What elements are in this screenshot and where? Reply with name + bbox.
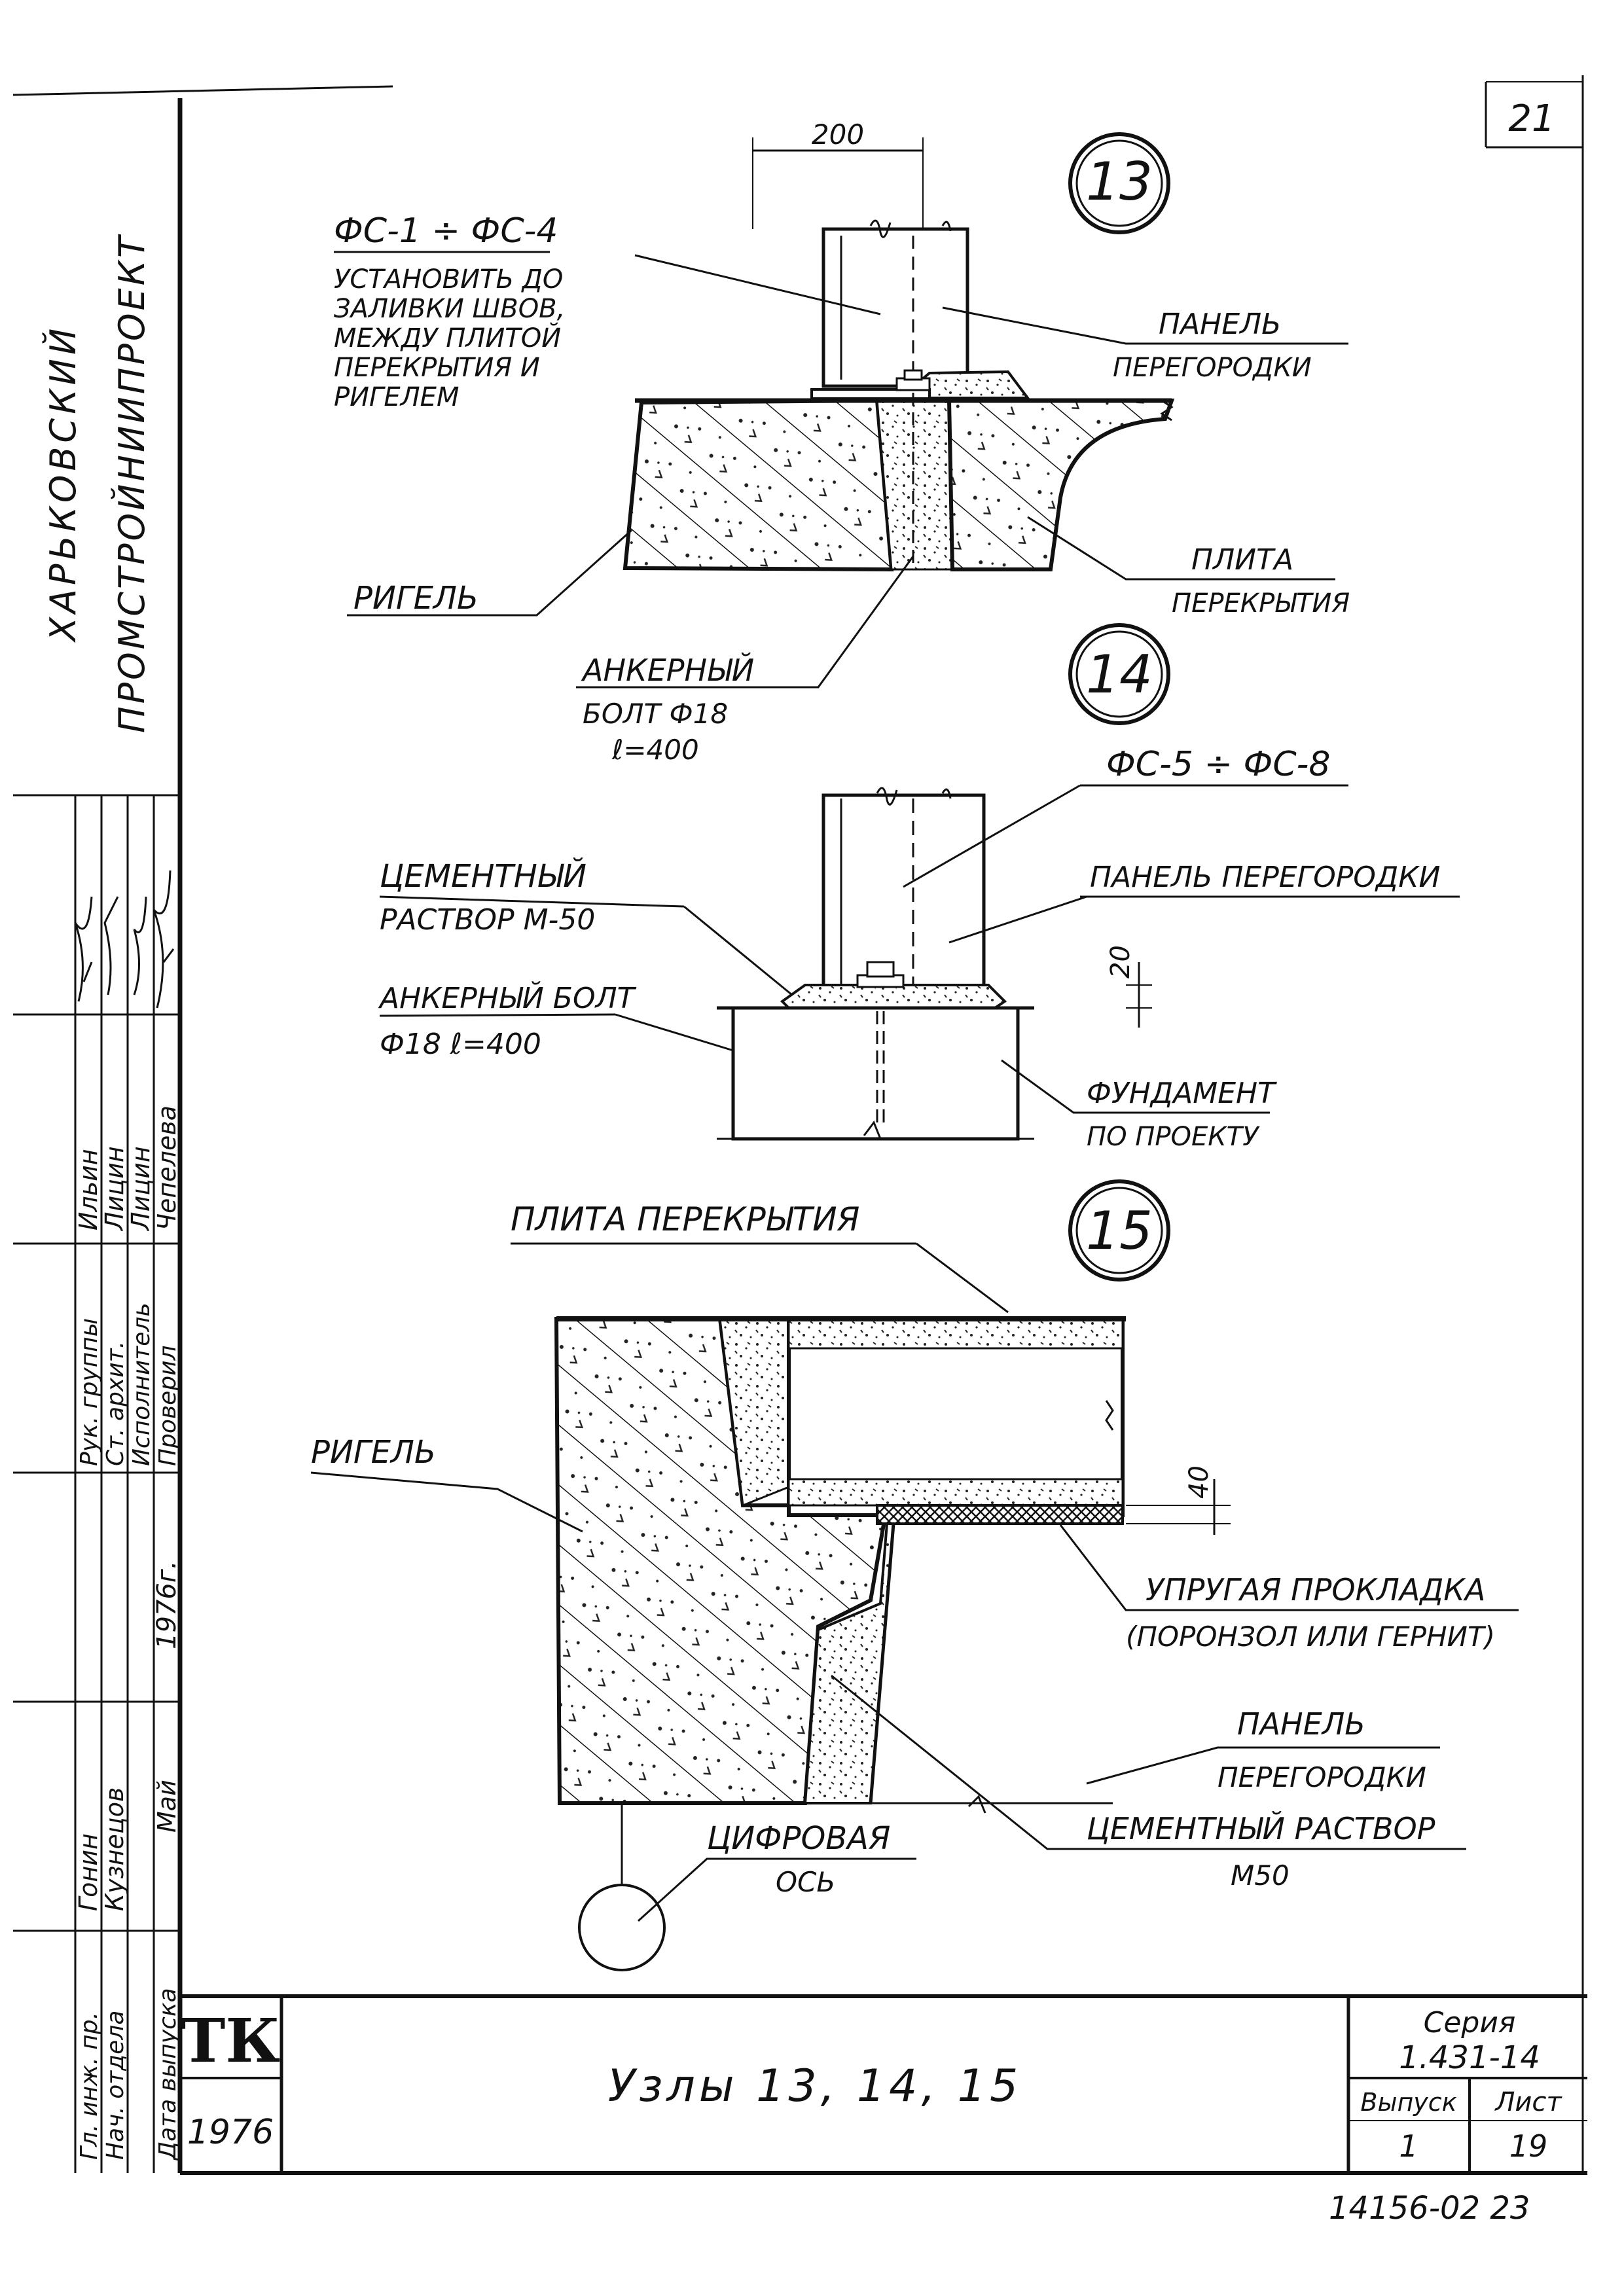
node-13-bolt-label-3: ℓ=400	[611, 734, 699, 766]
node-14-foundation	[731, 1006, 1020, 1141]
node-15-mortar-label-2: М50	[1231, 1859, 1290, 1892]
node-15-dimension: 40	[1184, 1465, 1214, 1499]
lower-role-1: Нач. отдела	[102, 2011, 129, 2160]
issue-label: Выпуск	[1360, 2088, 1456, 2117]
node-13-dimension: 200	[812, 118, 864, 151]
organization-name: ХАРЬКОВСКИЙ ПРОМСТРОЙНИИПРОЕКТ	[43, 234, 153, 733]
node-14-panel-label: ПАНЕЛЬ ПЕРЕГОРОДКИ	[1090, 861, 1440, 894]
title-year: 1976	[187, 2113, 274, 2152]
node-15-beam-label: РИГЕЛЬ	[311, 1434, 436, 1471]
node-15-gasket-label-1: УПРУГАЯ ПРОКЛАДКА	[1146, 1572, 1485, 1607]
node-13-number: 13	[1086, 151, 1153, 212]
node-14-foundation-label-1: ФУНДАМЕНТ	[1087, 1077, 1277, 1110]
node-14-mortar	[780, 984, 1007, 1009]
role-1: Ст. архит.	[102, 1341, 129, 1466]
node-13-joint	[876, 399, 954, 571]
node-14-panel	[821, 793, 986, 994]
node-15-slab-label: ПЛИТА ПЕРЕКРЫТИЯ	[511, 1200, 859, 1238]
node-13-panel-label-2: ПЕРЕГОРОДКИ	[1113, 353, 1312, 383]
node-15-panel-label-2: ПЕРЕГОРОДКИ	[1218, 1761, 1426, 1793]
tk-logo: ТК	[181, 2005, 280, 2076]
node-14-bolt-label-2: Ф18 ℓ=400	[380, 1028, 541, 1061]
org-line-2: ПРОМСТРОЙНИИПРОЕКТ	[111, 234, 153, 733]
org-line-1: ХАРЬКОВСКИЙ	[43, 325, 84, 643]
signature-roles: Рук. группы Ст. архит. Исполнитель Прове…	[76, 1302, 181, 1466]
node-13-marker	[1068, 132, 1170, 234]
sheet-frame	[12, 75, 1587, 2175]
signature-year: 1976г.	[152, 1560, 182, 1649]
name-2: Лицин	[126, 1146, 155, 1232]
node-13-bolt-label-1: АНКЕРНЫЙ	[581, 653, 754, 688]
node-13-note: УСТАНОВИТЬ ДО ЗАЛИВКИ ШВОВ, МЕЖДУ ПЛИТОЙ…	[334, 264, 565, 412]
node-15-panel-label-1: ПАНЕЛЬ	[1237, 1706, 1365, 1742]
lower-name-2: Май	[153, 1780, 181, 1833]
lower-role-2: Дата выпуска	[154, 1988, 181, 2161]
signature-names: Ильин Лицин Лицин Чепелева	[74, 1105, 181, 1232]
node-13-note-line-1: ЗАЛИВКИ ШВОВ,	[334, 294, 565, 324]
lower-name-0: Гонин	[74, 1833, 103, 1911]
node-13-note-line-0: УСТАНОВИТЬ ДО	[334, 264, 563, 295]
node-13-slab	[947, 399, 1175, 571]
node-15-marker	[1068, 1179, 1170, 1282]
node-13-note-line-2: МЕЖДУ ПЛИТОЙ	[334, 322, 561, 353]
node-15-axis-label-2: ОСЬ	[776, 1866, 835, 1898]
node-13-bolt-label-2: БОЛТ Ф18	[583, 698, 728, 730]
node-13-slab-label-2: ПЕРЕКРЫТИЯ	[1172, 588, 1350, 619]
node-14-number: 14	[1086, 644, 1153, 705]
series-value: 1.431-14	[1399, 2039, 1540, 2076]
node-13-slab-label-1: ПЛИТА	[1191, 543, 1293, 577]
title-block	[180, 1994, 1587, 2173]
node-13-beam	[623, 398, 894, 572]
node-15-mortar-label-1: ЦЕМЕНТНЫЙ РАСТВОР	[1087, 1811, 1435, 1846]
node-15: 15 40 ПЛИТА ПЕРЕКРЫТИЯ	[310, 1179, 1519, 1971]
sheet-label: Лист	[1494, 2087, 1562, 2117]
node-13-beam-label: РИГЕЛЬ	[353, 580, 478, 617]
node-13-fs-label: ФС-1 ÷ ФС-4	[334, 211, 558, 251]
left-stamp	[13, 794, 180, 2173]
node-15-gasket	[876, 1504, 1124, 1525]
node-13-note-line-3: ПЕРЕКРЫТИЯ И	[334, 353, 540, 383]
node-14: 14 20 ФС-5 ÷ ФС-8 ПАНЕЛЬ ПЕРЕГОРО	[378, 623, 1460, 1152]
node-13-note-line-4: РИГЕЛЕМ	[334, 382, 459, 412]
role-3: Проверил	[154, 1345, 181, 1466]
archive-number: 14156-02 23	[1329, 2190, 1530, 2227]
page-number: 21	[1508, 98, 1555, 140]
node-13-panel-label-1: ПАНЕЛЬ	[1159, 308, 1281, 341]
drawing-title: Узлы 13, 14, 15	[608, 2060, 1022, 2112]
node-14-mortar-label-2: РАСТВОР М-50	[380, 903, 595, 937]
name-1: Лицин	[100, 1146, 129, 1232]
name-0: Ильин	[74, 1149, 103, 1230]
node-15-number: 15	[1086, 1200, 1153, 1261]
handwritten-signatures	[74, 870, 175, 1009]
node-15-gasket-label-2: (ПОРОНЗОЛ ИЛИ ГЕРНИТ)	[1126, 1621, 1495, 1653]
node-14-mortar-label-1: ЦЕМЕНТНЫЙ	[380, 857, 586, 895]
node-15-axis-label-1: ЦИФРОВАЯ	[707, 1820, 890, 1857]
lower-name-1: Кузнецов	[100, 1787, 129, 1911]
node-15-axis-circle	[578, 1884, 666, 1971]
node-13: 13 200 ФС-1 ÷ ФС-4	[334, 118, 1350, 766]
series-label: Серия	[1424, 2006, 1516, 2039]
node-14-marker	[1068, 623, 1170, 725]
lower-names: Гонин Кузнецов Май	[74, 1780, 181, 1911]
name-3: Чепелева	[153, 1105, 181, 1230]
role-2: Исполнитель	[128, 1302, 155, 1466]
issue-value: 1	[1399, 2128, 1418, 2164]
sheet-value: 19	[1509, 2128, 1548, 2164]
role-0: Рук. группы	[76, 1318, 103, 1466]
lower-role-0: Гл. инж. пр.	[76, 2012, 103, 2160]
node-14-foundation-label-2: ПО ПРОЕКТУ	[1087, 1122, 1260, 1152]
node-14-dimension: 20	[1106, 945, 1136, 978]
node-14-bolt-label-1: АНКЕРНЫЙ БОЛТ	[378, 980, 637, 1015]
lower-roles: Гл. инж. пр. Нач. отдела Дата выпуска	[76, 1988, 181, 2161]
node-14-fs-label: ФС-5 ÷ ФС-8	[1106, 745, 1330, 784]
